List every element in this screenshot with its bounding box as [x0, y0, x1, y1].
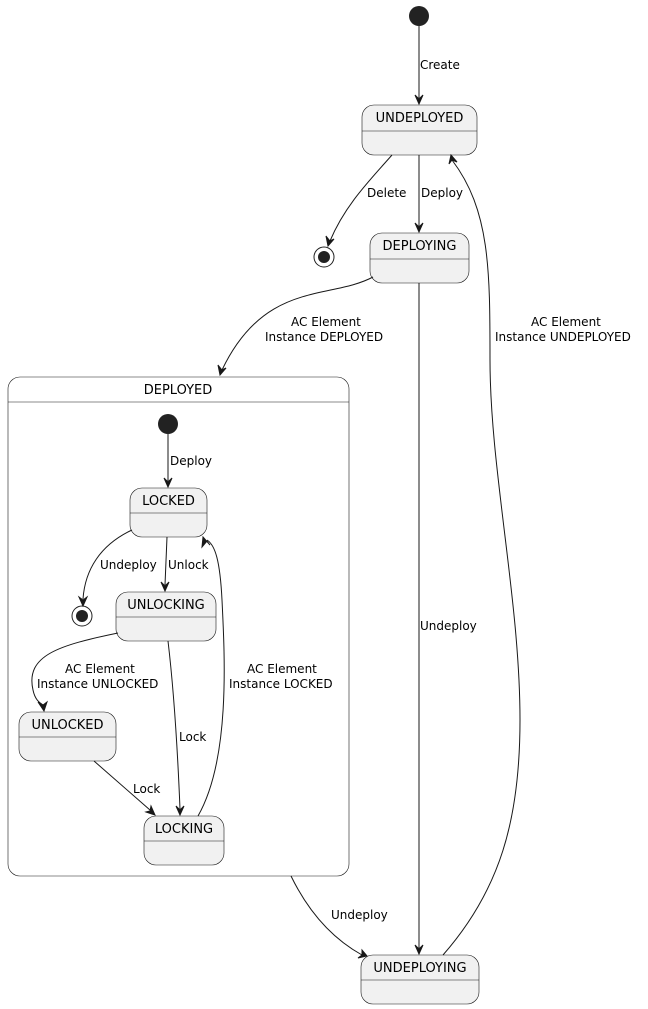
transition-inner-undeploy: Undeploy	[77, 529, 157, 608]
transition-instance-deployed: AC Element Instance DEPLOYED	[217, 276, 383, 377]
transition-deploy-label: Deploy	[421, 186, 463, 200]
inner-final-state	[71, 605, 93, 627]
transition-undeploy-from-deploying: Undeploy	[414, 283, 477, 956]
inner-initial-state	[158, 414, 178, 434]
transition-delete: Delete	[325, 154, 406, 248]
transition-instance-unlocked-label-2: Instance UNLOCKED	[37, 677, 158, 691]
transition-deploy: Deploy	[414, 155, 463, 234]
transition-instance-locked-label-1: AC Element	[247, 662, 317, 676]
state-locked: LOCKED	[129, 487, 208, 538]
final-state-top	[313, 246, 335, 268]
state-locking-label: LOCKING	[155, 822, 213, 837]
transition-instance-deployed-label-1: AC Element	[291, 315, 361, 329]
state-unlocked-label: UNLOCKED	[31, 718, 103, 733]
transition-undeploy-from-deployed-label: Undeploy	[331, 908, 388, 922]
transition-instance-unlocked-label-1: AC Element	[65, 662, 135, 676]
transition-instance-undeployed-label-2: Instance UNDEPLOYED	[495, 330, 631, 344]
transition-inner-deploy: Deploy	[163, 434, 212, 489]
transition-instance-deployed-label-2: Instance DEPLOYED	[265, 330, 383, 344]
transition-unlock: Unlock	[160, 536, 209, 593]
transition-create: Create	[414, 26, 460, 106]
state-locked-label: LOCKED	[142, 494, 195, 509]
transition-unlock-label: Unlock	[168, 558, 209, 572]
transition-inner-undeploy-label: Undeploy	[100, 558, 157, 572]
transition-lock-from-unlocking: Lock	[167, 640, 206, 817]
state-undeploying-label: UNDEPLOYING	[373, 961, 466, 976]
state-undeployed-label: UNDEPLOYED	[376, 111, 464, 126]
transition-instance-locked: AC Element Instance LOCKED	[197, 535, 333, 817]
state-deployed-label: DEPLOYED	[144, 383, 213, 398]
transition-undeploy-from-deploying-label: Undeploy	[420, 619, 477, 633]
transition-lock-from-unlocked: Lock	[93, 760, 160, 816]
transition-delete-label: Delete	[367, 186, 406, 200]
initial-state	[409, 6, 429, 26]
state-unlocking-label: UNLOCKING	[127, 598, 205, 613]
state-undeployed: UNDEPLOYED	[361, 104, 478, 156]
transition-lock-from-unlocked-label: Lock	[133, 782, 160, 796]
state-undeploying: UNDEPLOYING	[360, 954, 480, 1005]
transition-instance-locked-label-2: Instance LOCKED	[229, 677, 333, 691]
state-unlocking: UNLOCKING	[115, 591, 217, 642]
transition-create-label: Create	[420, 58, 460, 72]
transition-instance-undeployed-label-1: AC Element	[531, 315, 601, 329]
state-deploying-label: DEPLOYING	[383, 239, 457, 254]
transition-instance-unlocked: AC Element Instance UNLOCKED	[31, 632, 158, 713]
transition-undeploy-from-deployed: Undeploy	[290, 875, 388, 959]
transition-instance-undeployed: AC Element Instance UNDEPLOYED	[442, 153, 631, 956]
state-unlocked: UNLOCKED	[18, 711, 117, 762]
state-deploying: DEPLOYING	[369, 232, 470, 284]
transition-inner-deploy-label: Deploy	[170, 454, 212, 468]
transition-lock-from-unlocking-label: Lock	[179, 730, 206, 744]
state-locking: LOCKING	[143, 815, 225, 866]
